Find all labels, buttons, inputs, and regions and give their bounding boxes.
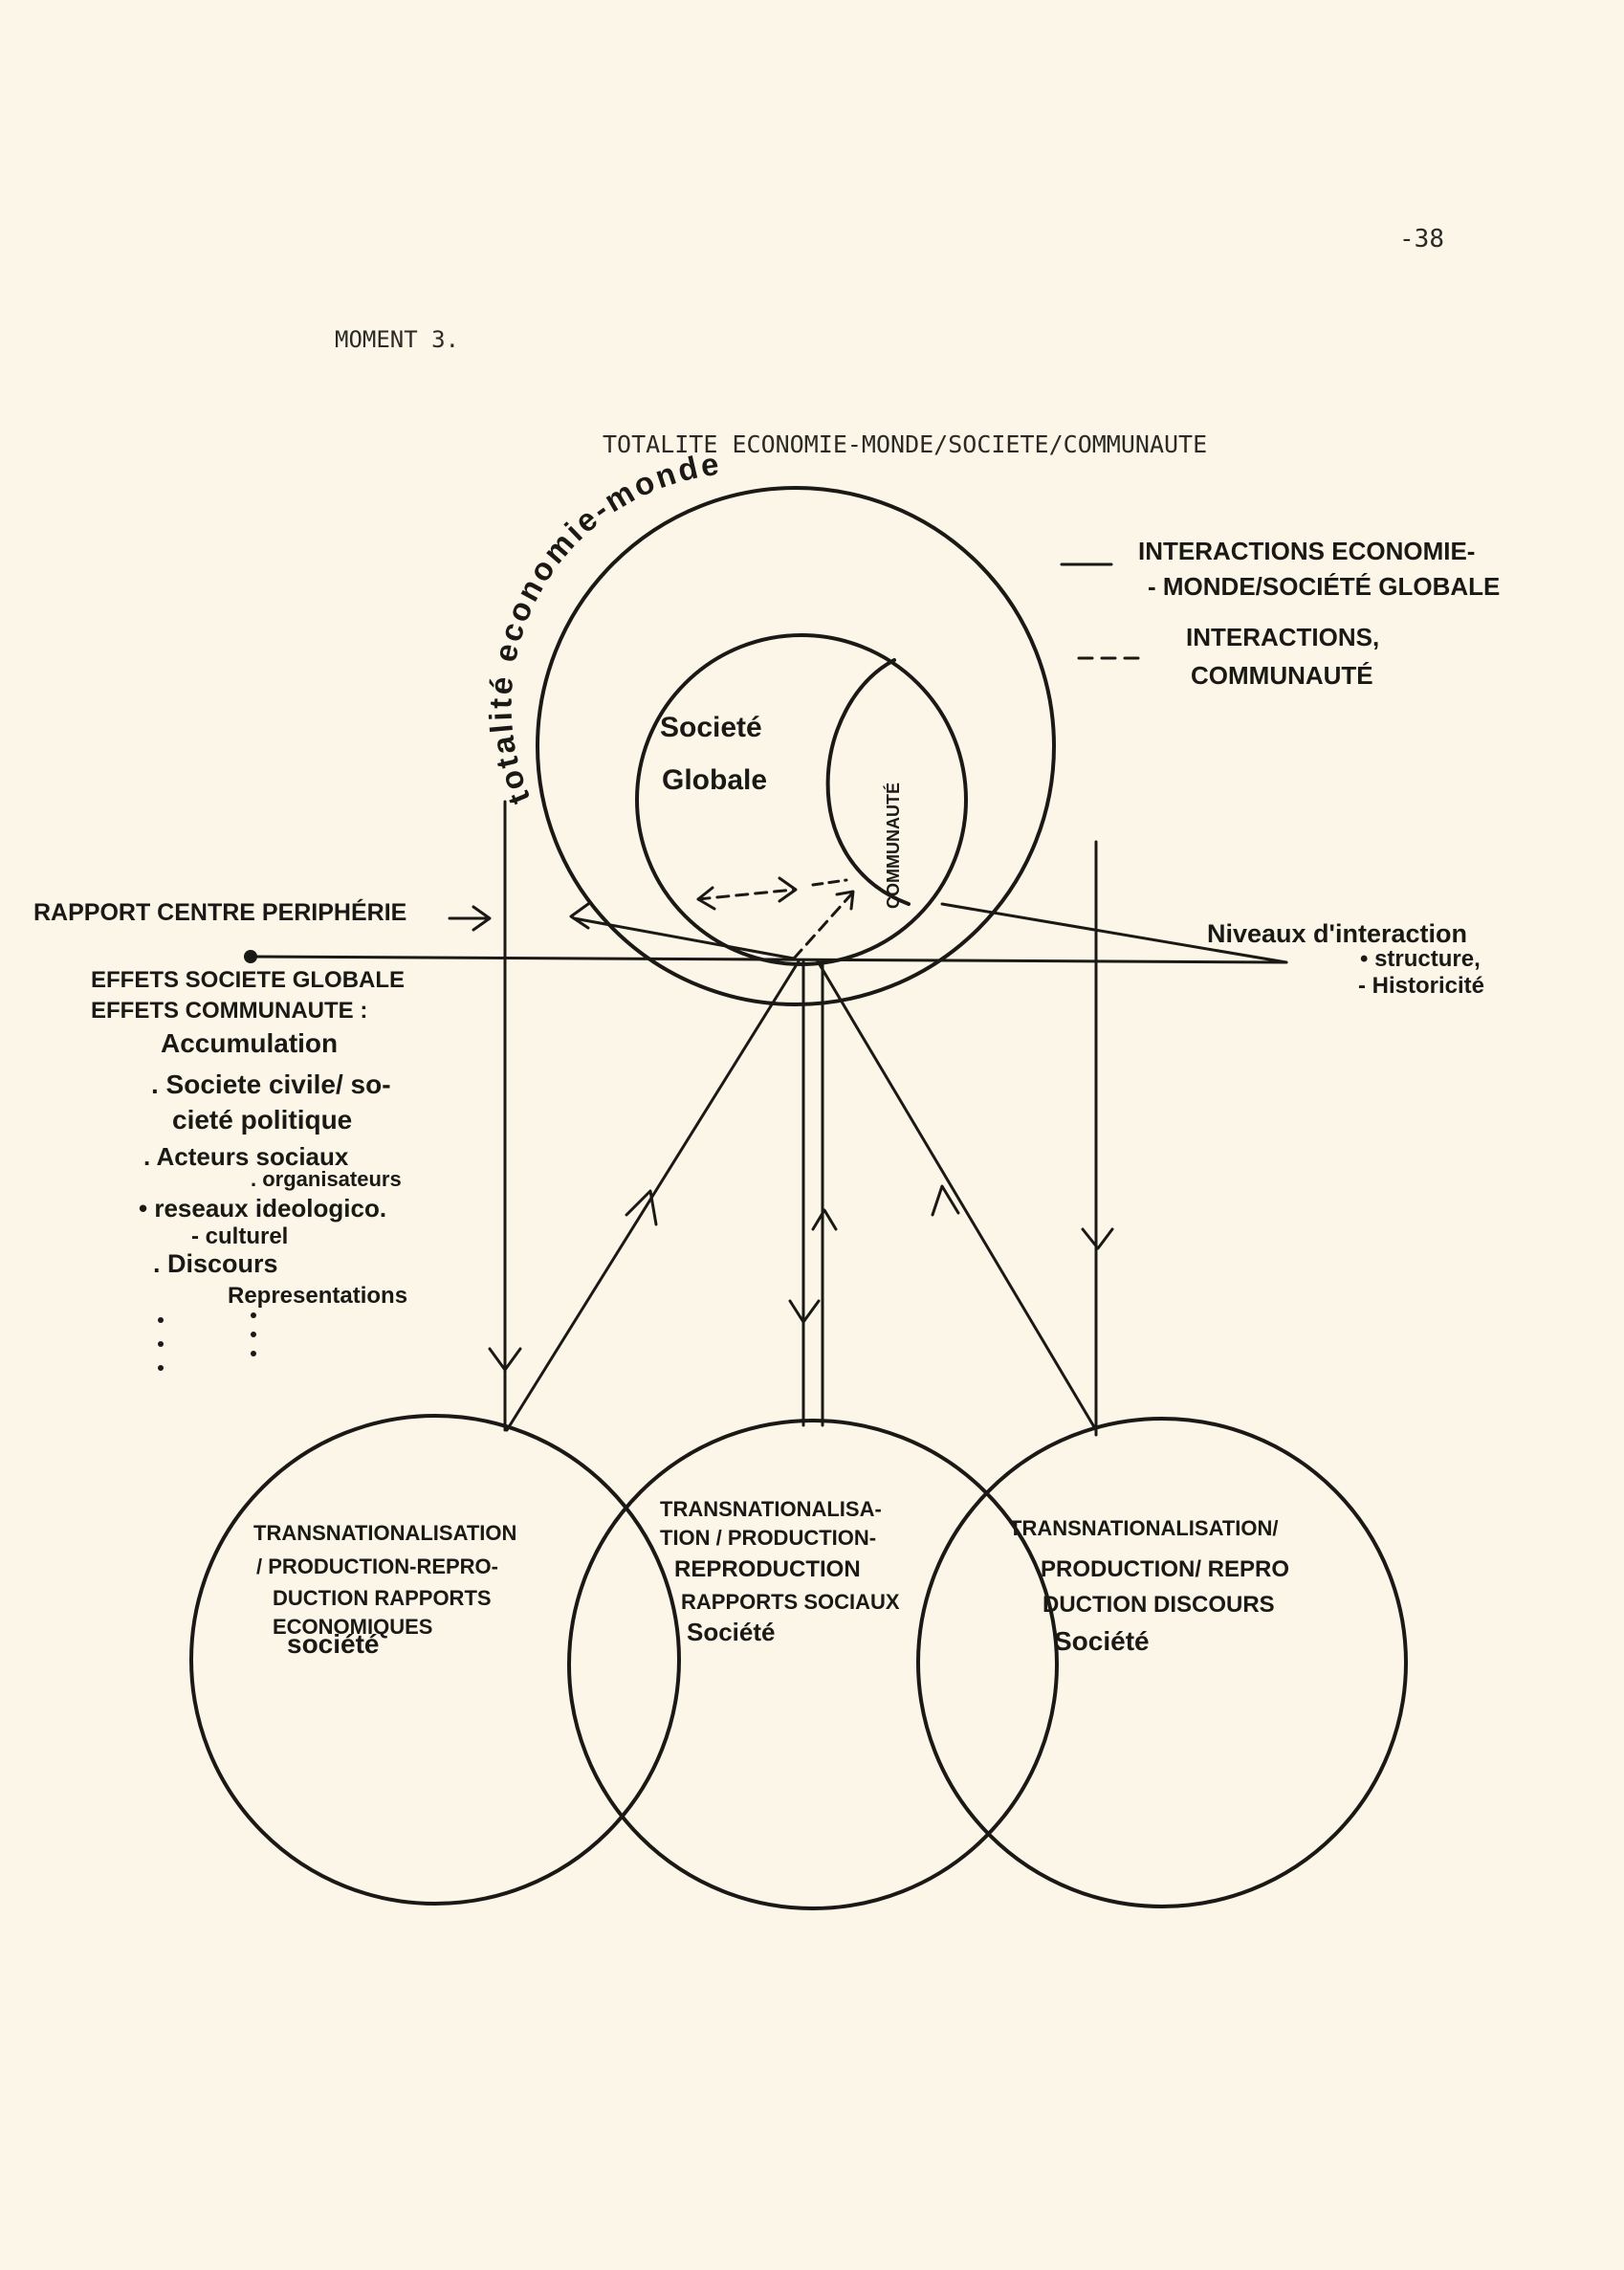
community-crescent [825,658,911,906]
horizontal-interaction-line [249,955,1288,964]
internal-arrow-head-3 [835,890,855,911]
rapport-centre-peripherie-label: RAPPORT CENTRE PERIPHÉRIE [33,898,406,926]
inner-circle-societe-globale [635,633,968,966]
outer-circle-economie-monde [536,486,1056,1006]
internal-arrow-line-2 [811,878,848,887]
outer-circle-label: totalité economie-monde [483,446,724,810]
legend-dashed-text-1: INTERACTIONS, [1186,623,1379,651]
effects-item-6: . Acteurs sociaux [143,1142,349,1171]
right-circle-line-3: DUCTION DISCOURS [1042,1592,1275,1618]
peripherie-arrow-head-left [569,902,590,930]
effects-item-2: EFFETS COMMUNAUTE : [91,998,367,1024]
arrow-up-center [811,1208,838,1231]
effects-item-7: . organisateurs [251,1167,402,1191]
left-circle-line-5: société [287,1629,380,1659]
diagonal-line-right [816,959,1098,1432]
peripherie-line-left [572,916,796,960]
effects-item-5: cieté politique [172,1105,352,1135]
diagonal-line-left [505,959,801,1432]
niveaux-item-historicite: - Historicité [1358,973,1484,999]
left-circle-line-4: ECONOMIQUES [273,1615,432,1639]
left-circle-line-3: DUCTION RAPPORTS [273,1586,492,1610]
legend-solid-text-1: INTERACTIONS ECONOMIE- [1138,537,1475,565]
arrow-down-center [788,1299,821,1324]
bottom-circle-middle [567,1419,1059,1910]
effects-item-1: EFFETS SOCIETE GLOBALE [91,967,405,993]
arrow-up-diagonal-left [625,1189,658,1226]
middle-circle-line-5: Société [687,1618,776,1646]
middle-circle-line-2: TION / PRODUCTION- [660,1526,876,1550]
effects-anchor-dot [244,950,257,963]
effects-item-3: Accumulation [161,1028,338,1058]
middle-circle-line-4: RAPPORTS SOCIAUX [681,1590,900,1614]
internal-arrow-line-3 [792,893,853,960]
legend-dashed-text-2: COMMUNAUTÉ [1191,661,1373,690]
peripherie-line-right [940,902,1288,964]
niveaux-item-structure: • structure, [1360,946,1481,972]
internal-arrow-head-2 [778,876,798,903]
legend-solid-text-2: - MONDE/SOCIÉTÉ GLOBALE [1148,572,1500,601]
left-circle-line-1: TRANSNATIONALISATION [253,1521,516,1545]
moment-label: MOMENT 3. [335,326,459,353]
bottom-circle-left [189,1414,681,1906]
effects-item-11: Representations [228,1283,407,1309]
bottom-circle-right [916,1417,1408,1908]
page-number: -38 [1399,225,1444,253]
community-label: COMMUNAUTÉ [883,782,903,909]
rapport-arrow-head [472,905,492,932]
arrow-up-diagonal-right [931,1184,960,1217]
effects-continuation-dots [158,1312,256,1371]
niveaux-title: Niveaux d'interaction [1207,919,1467,948]
right-circle-line-1: TRANSNATIONALISATION/ [1009,1516,1279,1540]
left-circle-line-2: / PRODUCTION-REPRO- [256,1554,498,1578]
right-circle-line-4: Société [1054,1626,1150,1656]
middle-circle-line-1: TRANSNATIONALISA- [660,1497,882,1521]
effects-item-8: • reseaux ideologico. [139,1194,386,1223]
right-circle-line-2: PRODUCTION/ REPRO [1041,1556,1289,1582]
effects-item-4: . Societe civile/ so- [151,1069,391,1099]
internal-arrow-line-1 [696,888,796,901]
inner-circle-label-1: Societé [660,712,762,743]
arrow-down-left [488,1347,522,1372]
inner-circle-label-2: Globale [662,764,767,796]
effects-item-10: . Discours [153,1249,278,1278]
arrow-down-right [1081,1227,1114,1250]
effects-item-9: - culturel [191,1223,288,1249]
diagram-title: TOTALITE ECONOMIE-MONDE/SOCIETE/COMMUNAU… [603,430,1207,458]
middle-circle-line-3: REPRODUCTION [674,1556,861,1582]
internal-arrow-head-1 [696,886,716,911]
